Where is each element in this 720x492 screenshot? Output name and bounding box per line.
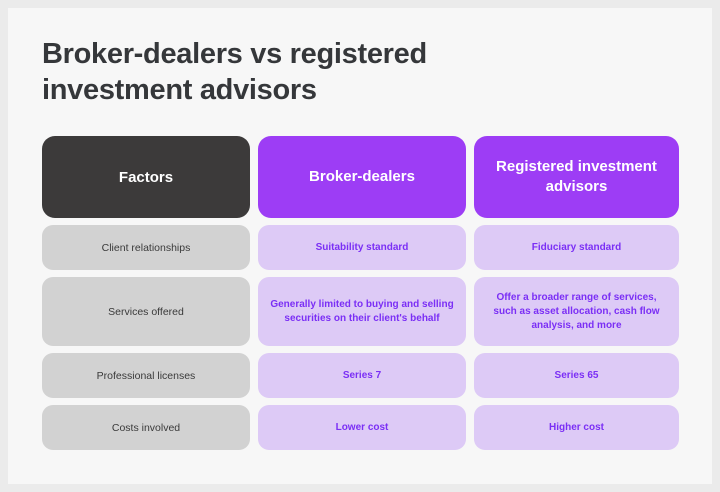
factor-cell: Client relationships (42, 225, 250, 270)
header-cell-factors: Factors (42, 136, 250, 218)
broker-dealers-value: Suitability standard (315, 241, 409, 253)
table-row: Costs involved Lower cost Higher cost (42, 405, 679, 450)
registered-investment-advisors-cell: Higher cost (474, 405, 679, 450)
header-cell-registered-investment-advisors: Registered investment advisors (474, 136, 679, 218)
header-label-broker-dealers: Broker-dealers (309, 168, 415, 185)
table-row: Professional licenses Series 7 Series 65 (42, 353, 679, 398)
registered-investment-advisors-cell: Offer a broader range of services, such … (474, 277, 679, 346)
table-row: Services offered Generally limited to bu… (42, 277, 679, 346)
broker-dealers-cell: Generally limited to buying and selling … (258, 277, 466, 346)
registered-investment-advisors-cell: Series 65 (474, 353, 679, 398)
broker-dealers-value: Generally limited to buying and selling … (270, 298, 454, 324)
comparison-table: Factors Broker-dealers Registered invest… (42, 136, 679, 457)
registered-investment-advisors-cell: Fiduciary standard (474, 225, 679, 270)
registered-investment-advisors-value: Series 65 (554, 369, 599, 381)
factor-label: Professional licenses (96, 369, 196, 382)
factor-cell: Professional licenses (42, 353, 250, 398)
table-row: Client relationships Suitability standar… (42, 225, 679, 270)
factor-cell: Services offered (42, 277, 250, 346)
header-label-registered-investment-advisors: Registered investment advisors (496, 158, 657, 195)
page-title: Broker-dealers vs registered investment … (42, 38, 427, 106)
broker-dealers-cell: Suitability standard (258, 225, 466, 270)
broker-dealers-value: Series 7 (342, 369, 382, 381)
header-cell-broker-dealers: Broker-dealers (258, 136, 466, 218)
factor-label: Costs involved (111, 421, 181, 434)
header-label-factors: Factors (118, 168, 174, 186)
broker-dealers-value: Lower cost (335, 421, 389, 433)
registered-investment-advisors-value: Fiduciary standard (531, 241, 622, 253)
factor-cell: Costs involved (42, 405, 250, 450)
infographic-card: Broker-dealers vs registered investment … (8, 8, 712, 484)
registered-investment-advisors-value: Higher cost (548, 421, 604, 433)
registered-investment-advisors-value: Offer a broader range of services, such … (493, 291, 660, 331)
factor-label: Services offered (108, 305, 184, 318)
factor-label: Client relationships (101, 241, 191, 254)
broker-dealers-cell: Series 7 (258, 353, 466, 398)
broker-dealers-cell: Lower cost (258, 405, 466, 450)
table-header-row: Factors Broker-dealers Registered invest… (42, 136, 679, 218)
